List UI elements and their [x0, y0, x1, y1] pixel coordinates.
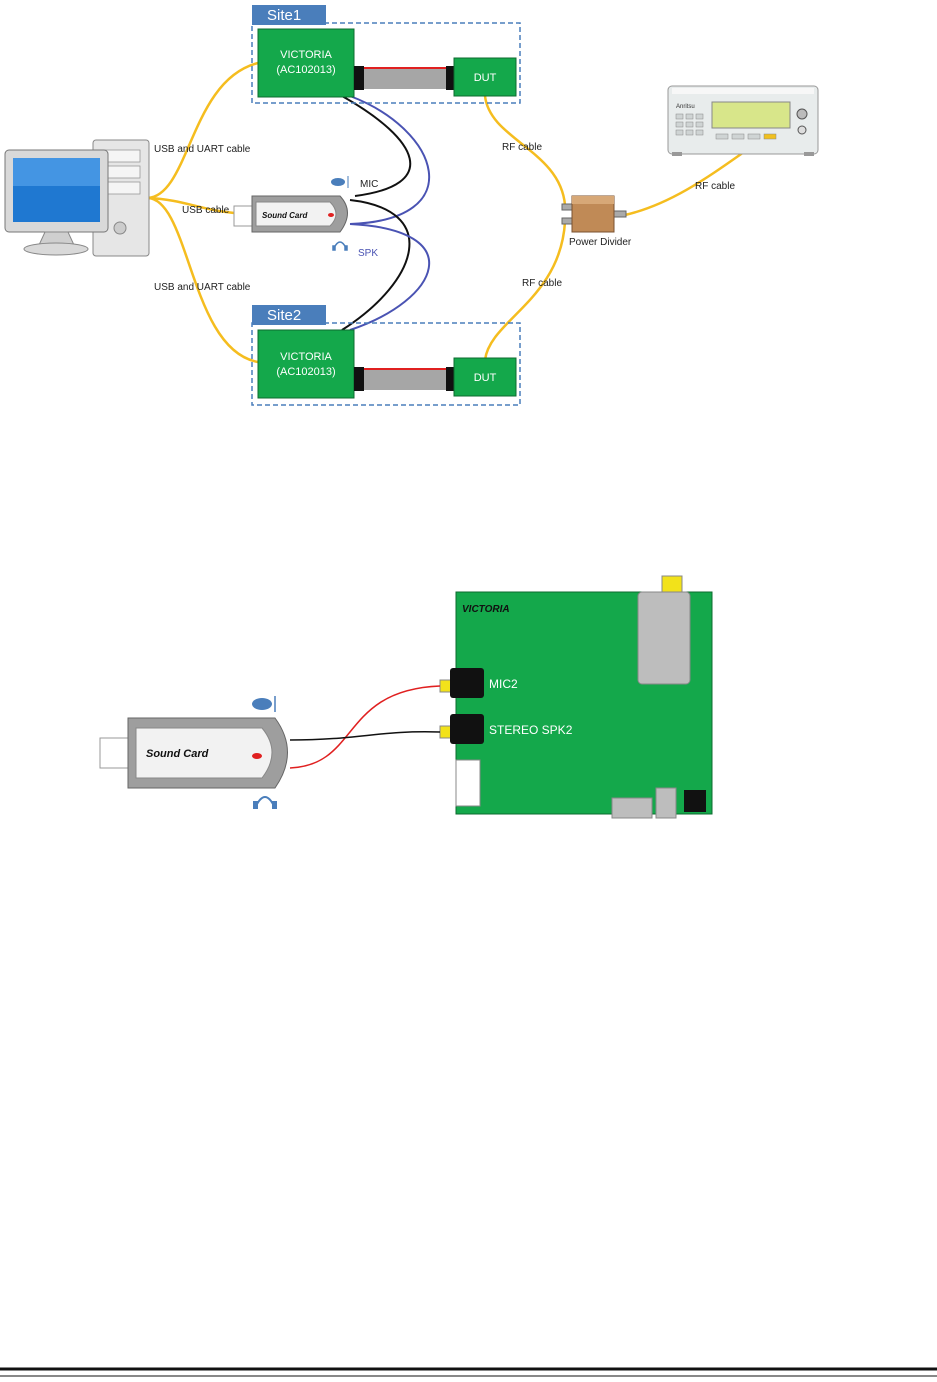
site2-label: Site2 [267, 307, 301, 324]
mic2-jack [439, 668, 484, 698]
black-cable [289, 730, 441, 741]
mic-icon-top [331, 176, 349, 188]
victoria-model-site2: (AC102013) [276, 366, 335, 378]
dut-label-site1: DUT [474, 72, 497, 84]
red-cable [289, 685, 441, 769]
victoria-board-site2 [257, 329, 355, 399]
site1-group: Site1 VICTORIA (AC102013) DUT [251, 5, 521, 104]
pc-icon [4, 139, 150, 257]
usb-uart-cable-label-bottom: USB and UART cable [154, 282, 251, 293]
power-divider [561, 195, 627, 233]
rf-cable-label-1: RF cable [502, 142, 542, 153]
dut-site2 [453, 357, 517, 397]
mic-label: MIC [360, 179, 378, 190]
board-title: VICTORIA [462, 604, 510, 615]
instrument-brand: Anritsu [676, 104, 695, 110]
victoria-model-site1: (AC102013) [276, 64, 335, 76]
sound-card-top: Sound Card [233, 195, 348, 233]
site2-group: Site2 VICTORIA (AC102013) DUT [251, 305, 521, 406]
anritsu-instrument: Anritsu [667, 85, 819, 156]
top-diagram: Site1 VICTORIA (AC102013) DUT Site2 VICT… [4, 5, 819, 406]
power-divider-label: Power Divider [569, 237, 632, 248]
stereo-spk2-label: STEREO SPK2 [489, 723, 573, 737]
victoria-label-site2: VICTORIA [280, 351, 332, 363]
audio-cables [341, 95, 431, 331]
site1-label: Site1 [267, 7, 301, 24]
sound-card-label-bottom: Sound Card [146, 748, 209, 760]
dut-site1 [453, 57, 517, 97]
rf-cable-label-2: RF cable [522, 278, 562, 289]
headphone-icon-top [332, 241, 348, 251]
victoria-board-site1 [257, 28, 355, 98]
sound-card-bottom: Sound Card [99, 717, 288, 789]
victoria-label-site1: VICTORIA [280, 49, 332, 61]
rf-cable-label-3: RF cable [695, 181, 735, 192]
usb-cable-label: USB cable [182, 205, 230, 216]
stereo-spk2-jack [439, 714, 484, 744]
sound-card-label-top: Sound Card [262, 211, 308, 220]
spk-label: SPK [358, 248, 378, 259]
usb-uart-cable-label-top: USB and UART cable [154, 144, 251, 155]
bottom-diagram: VICTORIA MIC2 STEREO SPK2 Soun [99, 575, 713, 819]
dut-label-site2: DUT [474, 372, 497, 384]
headphone-icon-bottom [253, 796, 277, 809]
mic2-label: MIC2 [489, 677, 518, 691]
mic-icon-bottom [252, 696, 276, 712]
